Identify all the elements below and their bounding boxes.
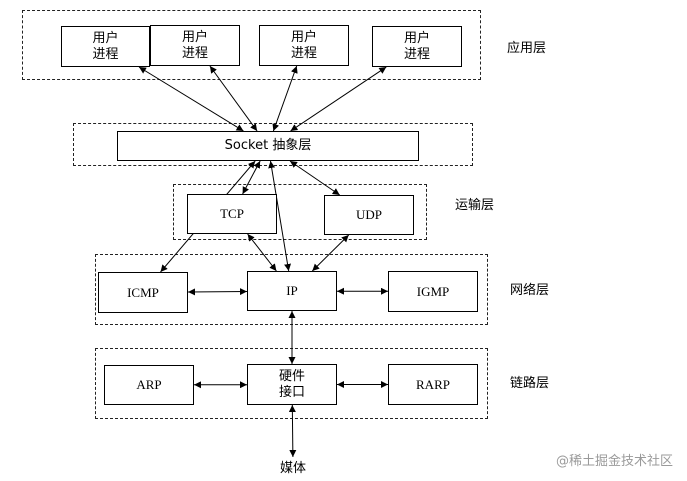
edge-tcp-ip <box>247 233 277 272</box>
udp-box: UDP <box>324 195 414 235</box>
edge-proc-3-socket <box>272 65 298 132</box>
igmp-box: IGMP <box>388 271 478 312</box>
user-process-3: 用户 进程 <box>259 25 349 66</box>
rarp-box: RARP <box>388 364 478 405</box>
edge-proc-1-socket <box>138 66 244 132</box>
edge-hw-media <box>288 404 297 458</box>
user-process-4: 用户 进程 <box>372 26 462 67</box>
network-layer-label: 网络层 <box>510 283 550 298</box>
tcp-box: TCP <box>187 194 277 234</box>
application-layer-label: 应用层 <box>507 41 547 56</box>
edge-icmp-ip <box>187 288 248 296</box>
socket-abstraction-layer: Socket 抽象层 <box>117 131 419 161</box>
icmp-box: ICMP <box>98 272 188 313</box>
edge-udp-ip <box>311 234 350 272</box>
user-process-2: 用户 进程 <box>150 25 240 66</box>
edge-proc-4-socket <box>290 66 387 132</box>
hardware-interface-box: 硬件 接口 <box>247 364 337 405</box>
watermark: @稀土掘金技术社区 <box>555 454 673 469</box>
arp-box: ARP <box>104 365 194 405</box>
edge-socket-ip <box>268 160 292 272</box>
edge-proc-2-socket <box>209 65 258 132</box>
edge-socket-udp <box>289 160 340 196</box>
link-layer-label: 链路层 <box>510 376 550 391</box>
user-process-1: 用户 进程 <box>61 26 150 67</box>
transport-layer-label: 运输层 <box>455 198 495 213</box>
media-label: 媒体 <box>280 461 307 476</box>
ip-box: IP <box>247 271 337 311</box>
